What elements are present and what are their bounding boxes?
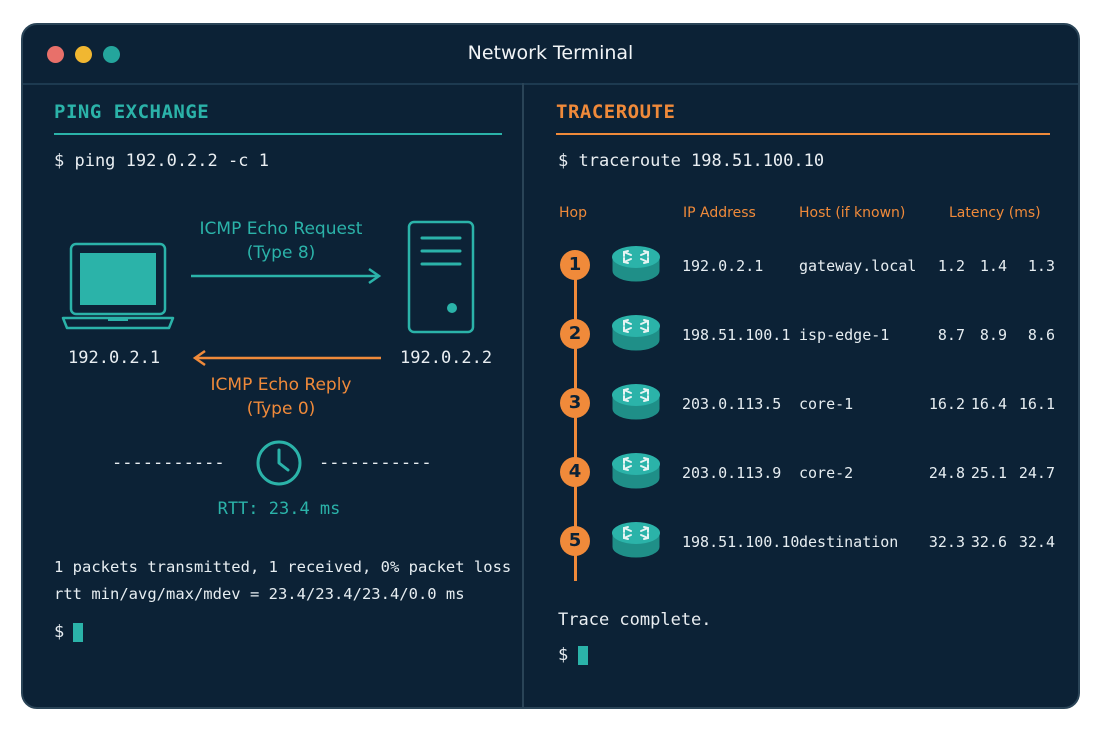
hop-ip: 203.0.113.9 <box>682 464 782 482</box>
hop-latency-1: 32.3 <box>928 533 965 551</box>
router-icon <box>611 314 661 352</box>
hop-latency-2: 8.9 <box>979 326 1007 344</box>
window-title: Network Terminal <box>467 42 634 64</box>
server-ip: 192.0.2.2 <box>400 348 493 368</box>
server-icon <box>407 220 475 334</box>
column-latency: Latency (ms) <box>949 205 1041 221</box>
hop-latency-3: 32.4 <box>1018 533 1055 551</box>
dashes-right: ----------- <box>319 453 432 473</box>
title-bar: Network Terminal <box>23 25 1078 85</box>
hop-latency-2: 32.6 <box>970 533 1007 551</box>
hop-host: core-1 <box>799 395 854 413</box>
hop-ip: 203.0.113.5 <box>682 395 782 413</box>
column-hop: Hop <box>559 205 587 221</box>
hop-latency-2: 1.4 <box>979 257 1007 275</box>
ping-cursor[interactable] <box>73 623 83 642</box>
hop-ip: 198.51.100.1 <box>682 326 791 344</box>
traceroute-cursor[interactable] <box>578 646 588 665</box>
traceroute-heading: TRACEROUTE <box>556 101 676 123</box>
dashes-left: ----------- <box>112 453 225 473</box>
column-ip: IP Address <box>683 205 756 221</box>
hop-latency-2: 16.4 <box>970 395 1007 413</box>
hop-latency-1: 16.2 <box>928 395 965 413</box>
hop-number-badge: 4 <box>560 457 590 487</box>
hop-latency-3: 16.1 <box>1018 395 1055 413</box>
close-button[interactable] <box>47 46 64 63</box>
request-type: (Type 8) <box>246 243 316 263</box>
hop-latency-1: 24.8 <box>928 464 965 482</box>
ping-heading-rule <box>54 133 502 135</box>
rtt-value: RTT: 23.4 ms <box>217 499 341 519</box>
request-arrow <box>191 267 382 285</box>
ping-prompt: $ <box>54 622 65 642</box>
hop-latency-3: 24.7 <box>1018 464 1055 482</box>
laptop-icon <box>61 242 175 330</box>
hop-host: core-2 <box>799 464 854 482</box>
hop-path-line <box>574 265 577 581</box>
reply-type: (Type 0) <box>246 399 316 419</box>
request-label: ICMP Echo Request <box>199 219 363 239</box>
hop-host: destination <box>799 533 899 551</box>
hop-latency-3: 8.6 <box>1027 326 1055 344</box>
hop-number-badge: 1 <box>560 250 590 280</box>
minimize-button[interactable] <box>75 46 92 63</box>
trace-complete: Trace complete. <box>558 610 712 630</box>
column-host: Host (if known) <box>799 205 906 221</box>
traceroute-command: $ traceroute 198.51.100.10 <box>558 151 825 171</box>
hop-latency-2: 25.1 <box>970 464 1007 482</box>
router-icon <box>611 521 661 559</box>
hop-latency-1: 1.2 <box>937 257 965 275</box>
reply-label: ICMP Echo Reply <box>210 375 352 395</box>
hop-latency-3: 1.3 <box>1027 257 1055 275</box>
ping-summary-packets: 1 packets transmitted, 1 received, 0% pa… <box>54 558 512 576</box>
router-icon <box>611 245 661 283</box>
client-ip: 192.0.2.1 <box>68 348 161 368</box>
terminal-window: Network Terminal PING EXCHANGE $ ping 19… <box>21 23 1080 709</box>
pane-divider[interactable] <box>522 83 524 707</box>
hop-number-badge: 2 <box>560 319 590 349</box>
router-icon <box>611 452 661 490</box>
ping-summary-rtt: rtt min/avg/max/mdev = 23.4/23.4/23.4/0.… <box>54 585 465 603</box>
hop-host: gateway.local <box>799 257 917 275</box>
hop-number-badge: 5 <box>560 526 590 556</box>
hop-ip: 198.51.100.10 <box>682 533 800 551</box>
router-icon <box>611 383 661 421</box>
traceroute-prompt: $ <box>558 645 569 665</box>
hop-host: isp-edge-1 <box>799 326 890 344</box>
hop-number-badge: 3 <box>560 388 590 418</box>
ping-heading: PING EXCHANGE <box>54 101 210 123</box>
ping-command: $ ping 192.0.2.2 -c 1 <box>54 151 269 171</box>
hop-latency-1: 8.7 <box>937 326 965 344</box>
clock-icon <box>256 440 302 486</box>
reply-arrow <box>192 349 381 367</box>
maximize-button[interactable] <box>103 46 120 63</box>
traceroute-heading-rule <box>556 133 1050 135</box>
hop-ip: 192.0.2.1 <box>682 257 764 275</box>
